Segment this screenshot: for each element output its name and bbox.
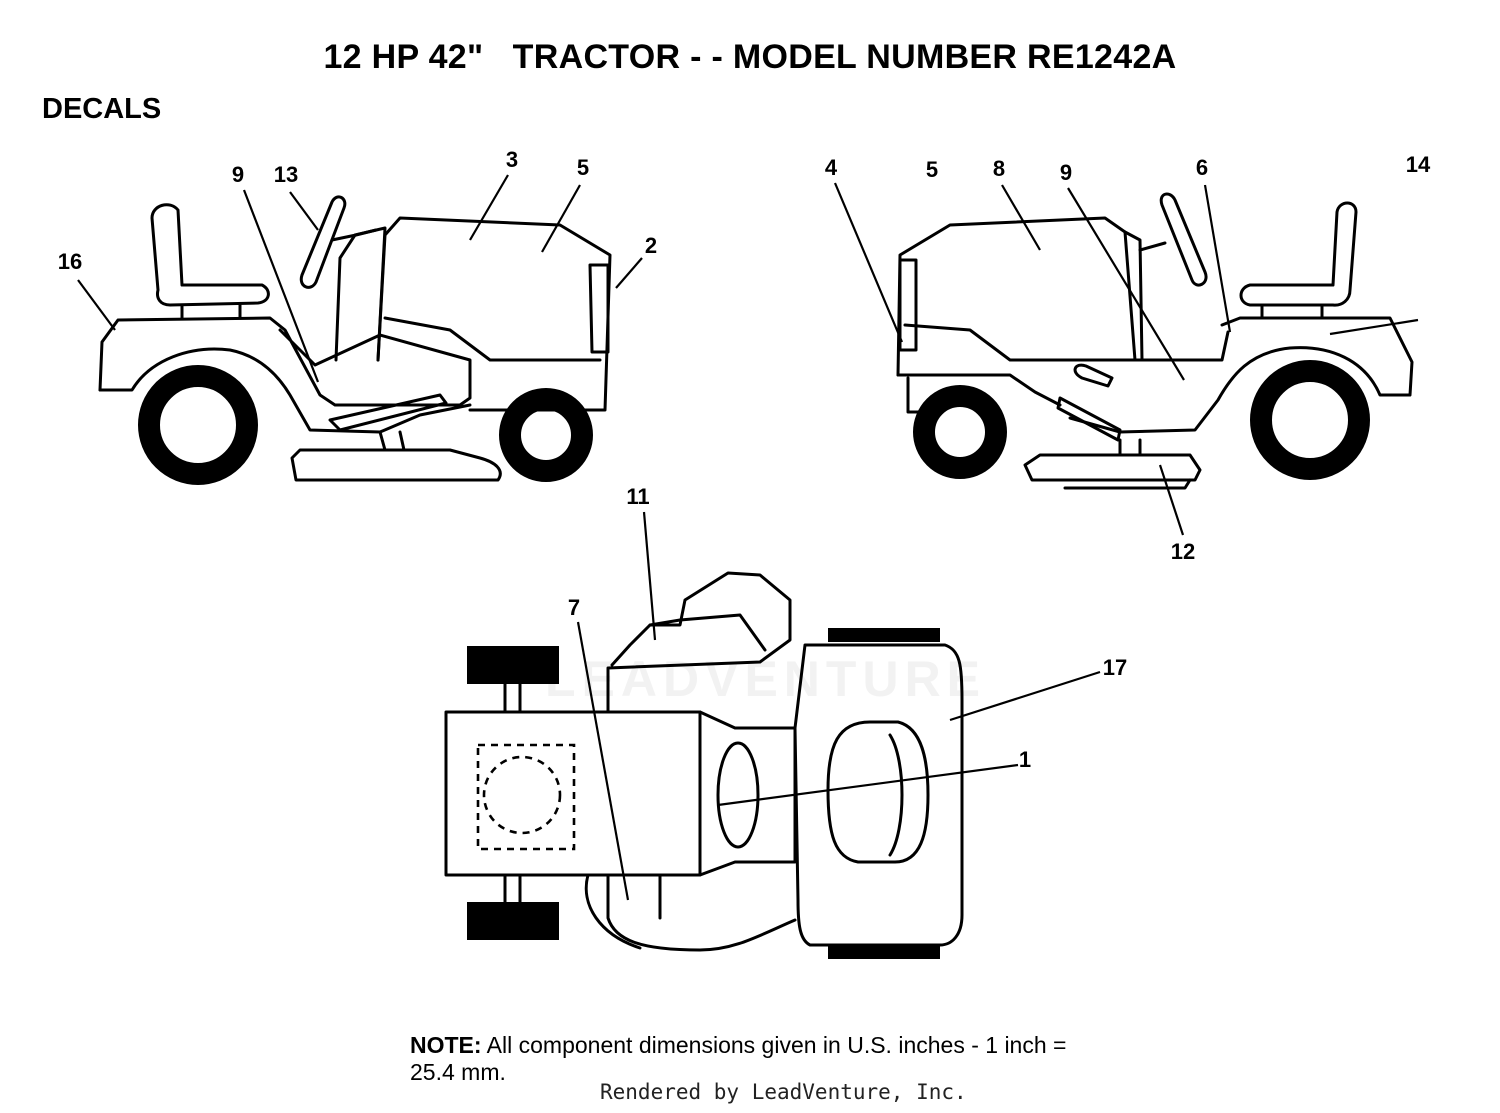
top-rear-right-tire bbox=[828, 945, 940, 959]
callout-5-left: 5 bbox=[576, 155, 590, 180]
callout-12: 12 bbox=[1170, 539, 1196, 564]
left-hood bbox=[376, 216, 612, 412]
render-credit: Rendered by LeadVenture, Inc. bbox=[600, 1080, 967, 1104]
dimension-note: NOTE: All component dimensions given in … bbox=[410, 1032, 1090, 1086]
top-front-right-tire bbox=[467, 902, 559, 940]
callout-2: 2 bbox=[644, 233, 658, 258]
callout-5-right: 5 bbox=[925, 157, 939, 182]
left-fender-arch bbox=[98, 347, 472, 434]
section-label: DECALS bbox=[42, 93, 162, 125]
leader-lines bbox=[77, 174, 1419, 901]
callout-4: 4 bbox=[824, 155, 838, 180]
left-steering-wheel bbox=[299, 195, 347, 289]
top-engine-outline bbox=[476, 743, 576, 851]
callout-11: 11 bbox=[626, 484, 650, 509]
left-side-view bbox=[98, 195, 612, 485]
right-steering-wheel bbox=[1159, 192, 1208, 287]
left-deck bbox=[290, 448, 502, 482]
left-grille bbox=[588, 263, 610, 354]
note-text: All component dimensions given in U.S. i… bbox=[410, 1032, 1067, 1085]
callout-14: 14 bbox=[1405, 152, 1431, 177]
callout-9-left: 9 bbox=[231, 162, 245, 187]
right-seat bbox=[1239, 201, 1358, 307]
top-rear-left-tire bbox=[828, 628, 940, 642]
top-side-panel bbox=[606, 571, 792, 714]
right-lever bbox=[1073, 363, 1114, 388]
right-deck bbox=[1023, 453, 1202, 482]
callout-8: 8 bbox=[992, 156, 1006, 181]
callout-7: 7 bbox=[567, 595, 581, 620]
callout-9-right: 9 bbox=[1059, 160, 1073, 185]
top-front-left-tire bbox=[467, 646, 559, 684]
top-hood bbox=[444, 710, 702, 877]
left-rear-wheel bbox=[138, 365, 258, 485]
right-side-view bbox=[896, 192, 1414, 490]
left-front-wheel bbox=[499, 388, 593, 482]
page-title: 12 HP 42" TRACTOR - - MODEL NUMBER RE124… bbox=[323, 38, 1177, 76]
callout-1: 1 bbox=[1018, 747, 1032, 772]
top-seat bbox=[826, 720, 930, 864]
right-rear-wheel bbox=[1250, 360, 1370, 480]
callout-13: 13 bbox=[273, 162, 299, 187]
right-rear-fender bbox=[1068, 316, 1414, 434]
top-rear-body bbox=[793, 643, 964, 947]
left-seat bbox=[150, 203, 270, 307]
callout-16: 16 bbox=[57, 249, 83, 274]
callout-3: 3 bbox=[505, 147, 519, 172]
note-label: NOTE: bbox=[410, 1032, 482, 1058]
callout-17: 17 bbox=[1102, 655, 1128, 680]
right-front-wheel bbox=[913, 385, 1007, 479]
top-view bbox=[444, 571, 964, 959]
top-air-cleaner-outline bbox=[482, 755, 562, 835]
top-dash-section bbox=[698, 710, 797, 877]
right-grille bbox=[898, 258, 918, 352]
callout-6: 6 bbox=[1195, 155, 1209, 180]
